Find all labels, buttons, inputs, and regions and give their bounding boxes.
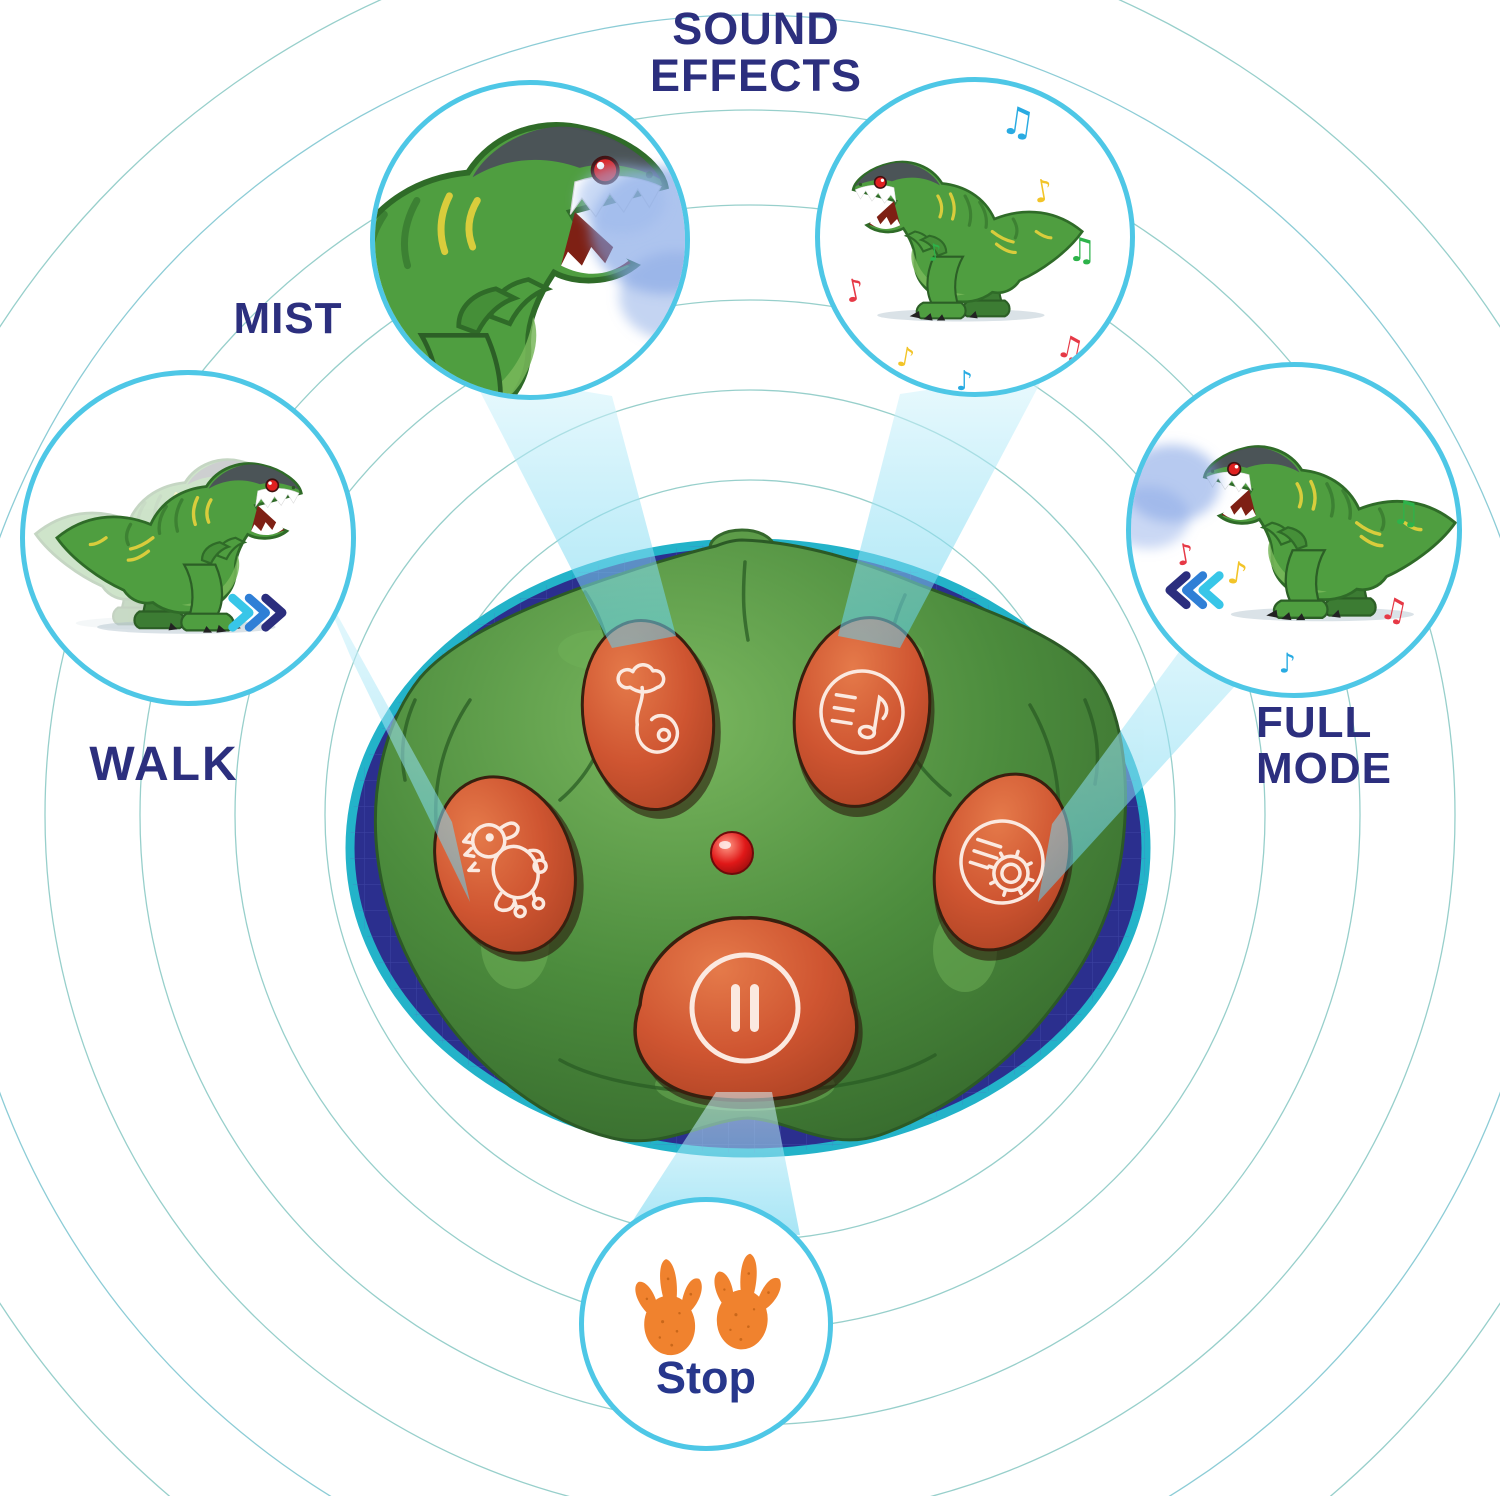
mist-cloud bbox=[577, 164, 685, 341]
svg-text:♪: ♪ bbox=[1225, 555, 1250, 593]
svg-text:♪: ♪ bbox=[1030, 172, 1056, 211]
mist-spray-icon bbox=[616, 663, 680, 754]
full-mode-dino-illustration: ♪ ♪ ♫ ♫ ♪ bbox=[1131, 444, 1457, 680]
speed-chevrons-right bbox=[233, 598, 282, 627]
mist-dino-illustration bbox=[375, 85, 685, 395]
stop-photo-circle: Stop bbox=[579, 1197, 833, 1451]
remote-buttons bbox=[433, 616, 1074, 1109]
dino-footprint bbox=[709, 1251, 783, 1352]
stop-button bbox=[633, 916, 863, 1109]
mist-photo-circle bbox=[370, 80, 690, 400]
walk-button bbox=[433, 775, 584, 962]
walk-photo-circle bbox=[20, 370, 356, 706]
label-stop: Stop bbox=[656, 1352, 756, 1403]
full-mode-button bbox=[932, 772, 1074, 961]
svg-text:♫: ♫ bbox=[1067, 230, 1097, 269]
dinosaur-outline-icon bbox=[462, 821, 548, 919]
music-note-lines-icon bbox=[819, 669, 905, 755]
svg-text:♪: ♪ bbox=[894, 341, 916, 375]
label-mist: MIST bbox=[233, 294, 343, 343]
beam-mist bbox=[470, 372, 676, 648]
svg-text:♪: ♪ bbox=[1278, 649, 1295, 680]
footprints-illustration bbox=[632, 1251, 783, 1359]
beam-walk bbox=[318, 580, 470, 902]
pause-icon bbox=[689, 952, 801, 1064]
svg-text:♫: ♫ bbox=[998, 98, 1039, 147]
svg-text:♫: ♫ bbox=[1377, 590, 1412, 631]
svg-text:♫: ♫ bbox=[1053, 328, 1088, 369]
beam-stop bbox=[628, 1092, 800, 1235]
red-led-indicator bbox=[710, 831, 754, 875]
label-full-mode: FULL MODE bbox=[1256, 698, 1392, 793]
svg-text:♪: ♪ bbox=[926, 238, 944, 267]
music-notes: ♫ ♪ ♫ ♪ ♪ ♫ ♪ ♪ bbox=[841, 98, 1096, 392]
speed-chevrons-left bbox=[1170, 576, 1219, 605]
full-mode-photo-circle: ♪ ♪ ♫ ♫ ♪ bbox=[1126, 362, 1462, 698]
beam-sound bbox=[838, 372, 1046, 648]
svg-text:♪: ♪ bbox=[841, 271, 868, 310]
label-walk: WALK bbox=[89, 738, 239, 791]
light-beams bbox=[318, 372, 1266, 1235]
sound-button bbox=[792, 616, 935, 817]
svg-text:♪: ♪ bbox=[956, 366, 973, 392]
dino-footprint bbox=[632, 1255, 709, 1359]
walk-dino-illustration bbox=[25, 375, 351, 701]
sound-dino-illustration: ♫ ♪ ♫ ♪ ♪ ♫ ♪ ♪ bbox=[841, 98, 1096, 392]
svg-text:♫: ♫ bbox=[1391, 493, 1421, 532]
svg-text:♪: ♪ bbox=[1173, 536, 1197, 573]
label-sound-effects: SOUND EFFECTS bbox=[649, 3, 862, 101]
sound-effects-photo-circle: ♫ ♪ ♫ ♪ ♪ ♫ ♪ ♪ bbox=[815, 77, 1135, 397]
mist-cloud bbox=[1131, 444, 1221, 549]
mist-button bbox=[580, 618, 721, 819]
music-notes: ♪ ♪ ♫ ♫ ♪ bbox=[1173, 493, 1421, 679]
gear-lines-icon bbox=[959, 819, 1045, 905]
